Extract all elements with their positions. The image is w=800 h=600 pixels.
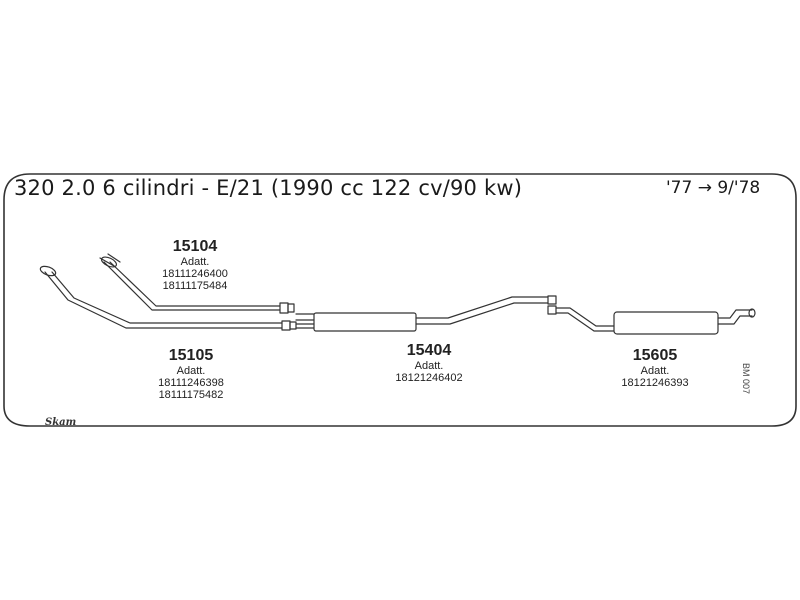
part-number: 15404 [406,342,452,359]
front-pipe-15105 [39,265,297,331]
part-label: Adatt. [176,365,206,377]
part-label: Adatt. [640,365,670,377]
part-label: Adatt. [180,256,210,268]
part-code: 18121246393 [621,377,689,389]
part-15105: 15105 Adatt. 18111246398 18111175482 [146,347,236,401]
diagram-frame [3,173,797,427]
part-label: Adatt. [414,360,444,372]
front-pipe-15104 [99,253,295,314]
part-code: 18111246398 [158,377,224,389]
part-15104: 15104 Adatt. 18111246400 18111175484 [150,238,240,292]
rear-silencer-15605 [547,305,756,335]
part-number: 15105 [168,347,214,364]
part-code: 18111175482 [158,389,224,401]
center-section-15404 [295,295,557,332]
part-15605: 15605 Adatt. 18121246393 [610,347,700,389]
part-code: 18111246400 [162,268,228,280]
sheet-code: BM 007 [741,363,751,395]
part-number: 15104 [172,238,218,255]
date-range: '77 → 9/'78 [666,178,761,198]
part-code: 18121246402 [395,372,463,384]
part-code: 18111175484 [162,280,228,292]
diagram-title: 320 2.0 6 cilindri - E/21 (1990 cc 122 c… [14,176,523,200]
part-number: 15605 [632,347,678,364]
brand-logo: Skam [45,417,77,428]
part-15404: 15404 Adatt. 18121246402 [384,342,474,384]
